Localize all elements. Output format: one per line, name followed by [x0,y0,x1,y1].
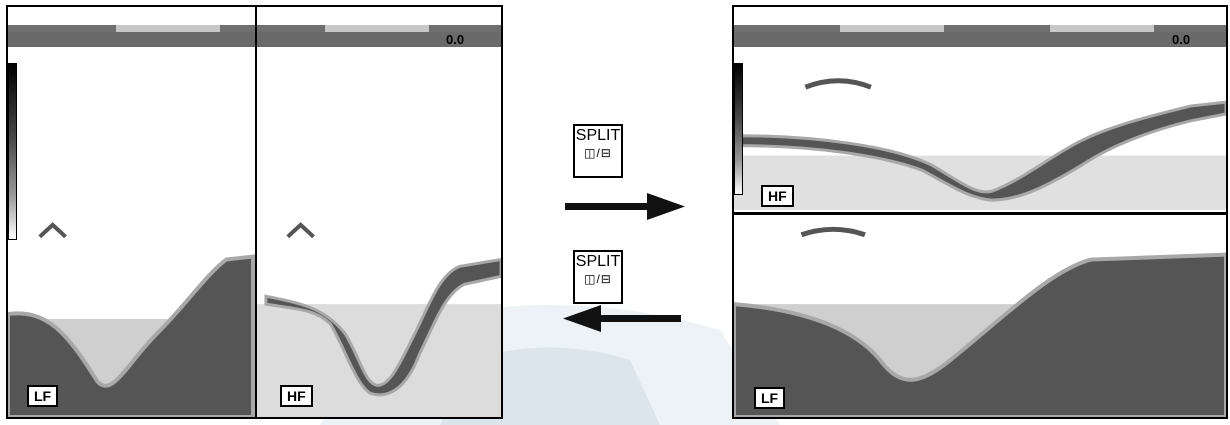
arrow-right-icon [565,193,685,221]
hf-fish-school [288,225,314,237]
split-mode-glyphs: ◫/⊟ [575,271,621,287]
split-mode-glyphs: ◫/⊟ [575,145,621,161]
range-readout: 0.0 [446,32,464,47]
color-scale [734,63,743,195]
dual-split-display: 0.0 LF HF [6,5,503,419]
lf-fish-school [801,229,864,234]
hf-label: HF [280,385,313,407]
vertical-divider [255,7,257,417]
lf-seabed [734,255,1226,417]
lf-range-bar [8,25,255,47]
color-scale [8,63,17,240]
split-key-label: SPLIT [575,127,621,145]
lf-fish-school [40,225,66,237]
hf-label: HF [761,185,794,207]
hf-fish-school [805,81,870,87]
split-key-forward[interactable]: SPLIT ◫/⊟ [573,124,623,178]
horizontal-divider [734,212,1226,215]
arrow-left-icon [563,305,681,333]
lf-label: LF [27,385,58,407]
range-readout: 0.0 [1172,32,1190,47]
lf-label: LF [754,387,785,409]
range-bar [734,25,1228,47]
split-key-backward[interactable]: SPLIT ◫/⊟ [573,250,623,304]
split-key-label: SPLIT [575,253,621,271]
stacked-split-display: 0.0 HF LF [732,5,1228,419]
hf-range-bar [257,25,503,47]
